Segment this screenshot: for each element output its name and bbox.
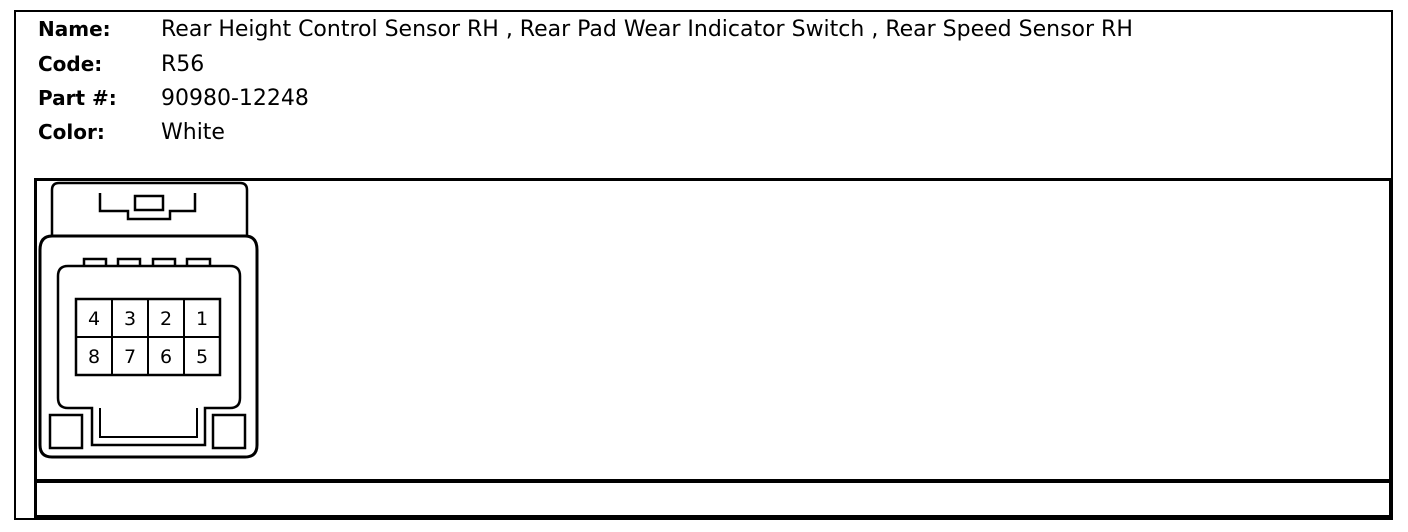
code-row: Code: R56 (38, 49, 204, 79)
connector-key-bumps (82, 257, 212, 266)
pin-6-label: 6 (160, 346, 172, 368)
part-value: 90980-12248 (161, 85, 309, 111)
pin-2-label: 2 (160, 308, 172, 330)
pin-3-label: 3 (124, 308, 136, 330)
name-label: Name: (38, 17, 111, 41)
connector-bottom-channel (99, 408, 198, 438)
code-value: R56 (161, 51, 205, 77)
left-lock-box (48, 413, 84, 450)
pin-1-label: 1 (196, 308, 208, 330)
color-label: Color: (38, 120, 105, 144)
part-label: Part #: (38, 86, 117, 110)
pin-5-label: 5 (196, 346, 208, 368)
name-row: Name: Rear Height Control Sensor RH , Re… (38, 14, 1133, 44)
connector-outer-body (38, 234, 259, 459)
connector-latch-slot (133, 194, 165, 212)
color-row: Color: White (38, 117, 225, 147)
pin-4-label: 4 (88, 308, 100, 330)
connector-latch-housing (50, 181, 249, 236)
name-value: Rear Height Control Sensor RH , Rear Pad… (161, 16, 1133, 42)
connector-face-diagram: 4 3 2 1 8 7 6 5 (38, 181, 259, 459)
right-lock-box (211, 413, 247, 450)
connector-inner-body (56, 264, 242, 447)
pin-8-label: 8 (88, 346, 100, 368)
pin-7-label: 7 (124, 346, 136, 368)
code-label: Code: (38, 52, 103, 76)
part-row: Part #: 90980-12248 (38, 83, 309, 113)
connector-latch-tab (98, 193, 197, 221)
connector-info-frame (14, 10, 1393, 520)
bottom-box (34, 480, 1392, 518)
color-value: White (161, 119, 225, 145)
